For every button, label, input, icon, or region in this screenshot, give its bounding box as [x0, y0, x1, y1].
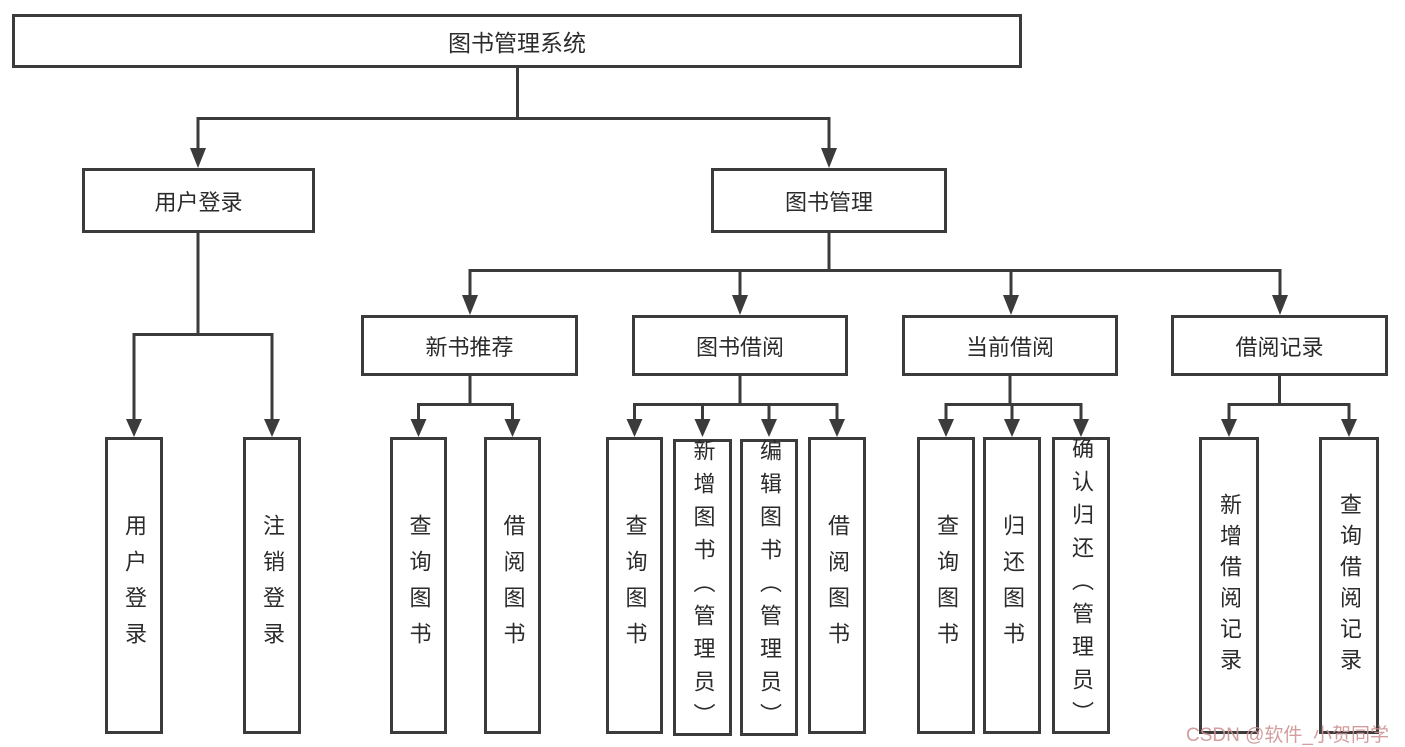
- arrowhead-icon: [1272, 295, 1288, 315]
- leaf-query-books: 查询图书: [917, 437, 975, 734]
- leaf-user-login: 用户登录: [105, 437, 163, 734]
- arrowheads: [126, 148, 1357, 437]
- leaf-query-borrow-record: 查询借阅记录: [1319, 437, 1379, 734]
- leaf-borrow-books: 借阅图书: [808, 437, 866, 734]
- node-book-management: 图书管理: [711, 168, 947, 233]
- arrowhead-icon: [190, 148, 206, 168]
- arrowhead-icon: [694, 419, 711, 437]
- leaf-label: 借阅图书: [825, 513, 850, 658]
- connector-userlogin-to-leaves: [132, 232, 274, 421]
- arrowhead-icon: [504, 419, 521, 437]
- arrowhead-icon: [821, 148, 837, 168]
- leaf-add-books-admin: 新增图书（管理员）: [673, 439, 732, 736]
- node-current-borrowing: 当前借阅: [902, 315, 1118, 376]
- leaf-label: 编辑图书（管理员）: [757, 439, 782, 736]
- leaf-query-books: 查询图书: [390, 437, 447, 734]
- node-label: 新书推荐: [425, 334, 514, 360]
- connector-newbook-to-leaves: [417, 375, 514, 421]
- arrowhead-icon: [1221, 419, 1237, 437]
- leaf-label: 查询图书: [934, 513, 959, 658]
- leaf-label: 确认归还（管理员）: [1069, 437, 1094, 734]
- node-new-book-recommend: 新书推荐: [361, 315, 578, 376]
- arrowhead-icon: [410, 419, 427, 437]
- node-user-login: 用户登录: [82, 168, 315, 233]
- leaf-label: 查询借阅记录: [1337, 492, 1362, 679]
- arrowhead-icon: [1003, 295, 1019, 315]
- node-label: 图书管理: [784, 189, 873, 215]
- leaf-label: 新增图书（管理员）: [690, 439, 716, 736]
- leaf-label: 借阅图书: [500, 513, 526, 658]
- arrowhead-icon: [761, 419, 777, 437]
- node-borrowing-records: 借阅记录: [1171, 315, 1388, 376]
- leaf-confirm-return-admin: 确认归还（管理员）: [1052, 437, 1110, 734]
- connector-bookborrow-to-leaves: [633, 375, 839, 421]
- connector-root-to-level1: [196, 68, 831, 150]
- connector-bookmgmt-to-level2: [468, 232, 1282, 297]
- connector-borrowrecord-to-leaves: [1227, 375, 1351, 421]
- leaf-label: 查询图书: [622, 513, 648, 658]
- node-label: 图书管理系统: [448, 30, 586, 56]
- arrowhead-icon: [264, 419, 280, 437]
- leaf-edit-books-admin: 编辑图书（管理员）: [740, 439, 798, 736]
- csdn-watermark: CSDN @软件_小贺同学: [1186, 725, 1389, 746]
- leaf-add-borrow-record: 新增借阅记录: [1199, 437, 1259, 734]
- node-label: 用户登录: [154, 189, 243, 215]
- leaf-label: 查询图书: [406, 513, 432, 658]
- connector-currentborrow-to-leaves: [944, 375, 1083, 421]
- leaf-label: 注销登录: [260, 513, 285, 658]
- arrowhead-icon: [1073, 419, 1089, 437]
- node-library-system: 图书管理系统: [12, 14, 1022, 68]
- node-label: 借阅记录: [1235, 334, 1324, 360]
- arrowhead-icon: [829, 419, 845, 437]
- node-label: 当前借阅: [965, 334, 1054, 360]
- arrowhead-icon: [1004, 419, 1020, 437]
- leaf-logout: 注销登录: [243, 437, 301, 734]
- leaf-query-books: 查询图书: [606, 437, 663, 734]
- arrowhead-icon: [462, 295, 478, 315]
- arrowhead-icon: [732, 295, 748, 315]
- node-label: 图书借阅: [695, 334, 784, 360]
- arrowhead-icon: [938, 419, 954, 437]
- leaf-label: 用户登录: [122, 513, 147, 658]
- node-book-borrowing: 图书借阅: [632, 315, 848, 376]
- leaf-return-books: 归还图书: [983, 437, 1041, 734]
- arrowhead-icon: [126, 419, 142, 437]
- arrowhead-icon: [1341, 419, 1357, 437]
- arrowhead-icon: [626, 419, 643, 437]
- leaf-label: 新增借阅记录: [1217, 492, 1242, 679]
- leaf-borrow-books: 借阅图书: [484, 437, 541, 734]
- leaf-label: 归还图书: [1000, 513, 1025, 658]
